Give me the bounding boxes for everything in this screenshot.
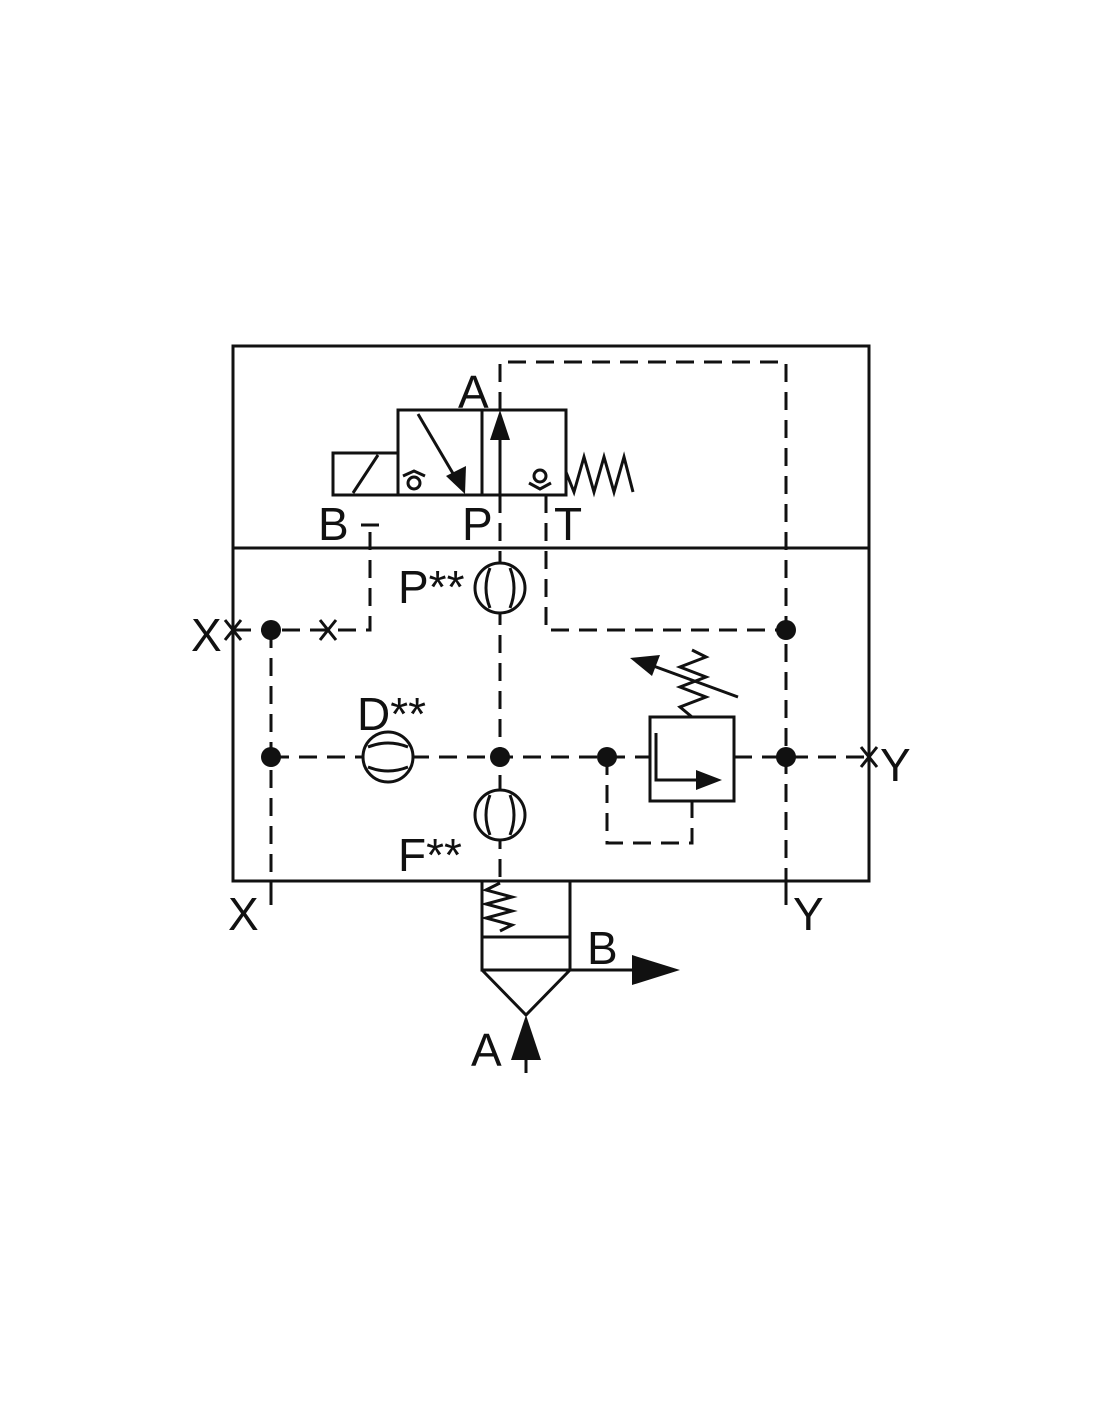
pilot-line-B (271, 532, 372, 632)
valve-body-outline (231, 344, 871, 883)
junction-dot (490, 747, 510, 767)
orifice-P-icon (473, 561, 527, 615)
orifice-D-icon (361, 730, 415, 784)
plug-icon (859, 746, 879, 768)
pilot-line-T (544, 495, 786, 632)
outlet-arrow-icon (632, 955, 680, 985)
label-pilot-B: B (318, 498, 349, 550)
label-orifice-D: D** (357, 688, 426, 740)
junction-dot (597, 747, 617, 767)
pilot-line-A (498, 360, 788, 880)
junction-dot (776, 620, 796, 640)
pilot-directional-valve (331, 408, 635, 498)
label-port-A-main: A (471, 1024, 502, 1076)
flow-arrow-icon (490, 410, 510, 440)
label-port-X-left: X (191, 609, 222, 661)
pilot-relief-valve (630, 648, 739, 803)
flow-arrow-icon (446, 466, 466, 494)
spring-icon (480, 881, 518, 933)
label-pilot-P: P (462, 498, 493, 550)
adjustable-arrow-icon (630, 655, 660, 676)
orifice-F-icon (473, 788, 527, 842)
label-pilot-T: T (554, 498, 582, 550)
label-pilot-A: A (458, 366, 489, 418)
junction-dot (261, 620, 281, 640)
relief-drain-line (605, 757, 694, 845)
label-orifice-F: F** (398, 829, 462, 881)
plug-icon (223, 619, 243, 641)
label-port-X-bottom: X (228, 888, 259, 940)
label-port-Y-right: Y (880, 739, 911, 791)
label-port-Y-bottom: Y (793, 888, 824, 940)
junction-dot (261, 747, 281, 767)
solenoid-actuator (331, 451, 400, 497)
spring-icon (564, 451, 635, 498)
plug-icon (318, 619, 338, 641)
junction-dot (776, 747, 796, 767)
main-logic-element (480, 881, 680, 1073)
label-orifice-P: P** (398, 561, 465, 613)
label-port-B-main: B (587, 922, 618, 974)
inlet-arrow-icon (511, 1015, 541, 1060)
